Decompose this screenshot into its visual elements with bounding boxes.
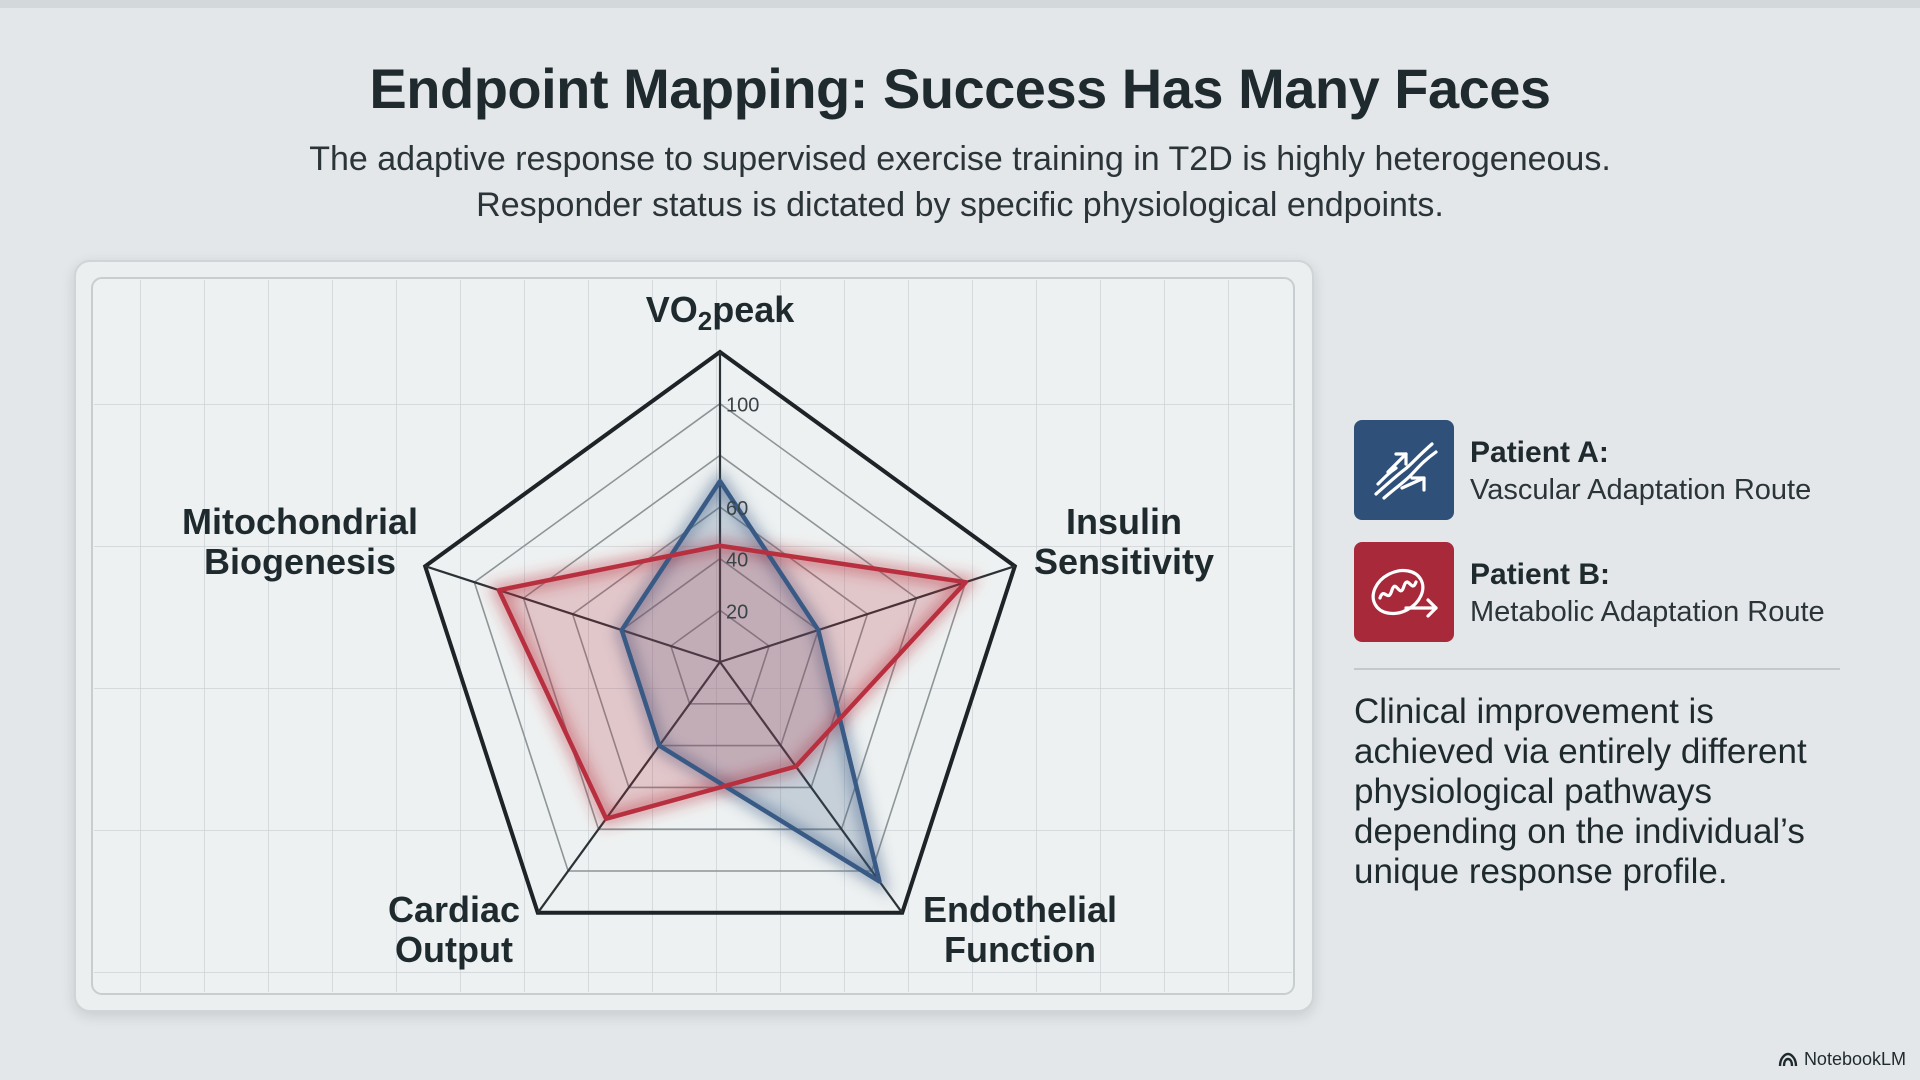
legend-divider xyxy=(1354,668,1840,670)
page-subtitle: The adaptive response to supervised exer… xyxy=(0,136,1920,228)
legend-patient-a: Patient A: Vascular Adaptation Route xyxy=(1354,420,1874,520)
tick-label-40: 40 xyxy=(726,550,748,572)
legend-patient-b: Patient B: Metabolic Adaptation Route xyxy=(1354,542,1874,642)
legend-subtitle-b: Metabolic Adaptation Route xyxy=(1470,596,1825,628)
vascular-arrows-icon xyxy=(1374,442,1438,500)
watermark-label: NotebookLM xyxy=(1803,1049,1906,1069)
mitochondria-icon xyxy=(1371,568,1438,618)
legend-badge-a xyxy=(1354,420,1454,520)
radar-spoke-5 xyxy=(424,565,721,664)
subtitle-line-1: The adaptive response to supervised exer… xyxy=(309,140,1611,178)
legend-subtitle-a: Vascular Adaptation Route xyxy=(1470,474,1812,506)
radar-spoke-4 xyxy=(536,661,721,914)
legend-title-a: Patient A: xyxy=(1470,436,1609,469)
series-area-patient-b xyxy=(498,545,966,819)
series-area-patient-a xyxy=(621,481,880,882)
top-strip xyxy=(0,0,1920,8)
legend-badge-b xyxy=(1354,542,1454,642)
radar-ring-100 xyxy=(473,402,967,872)
legend-title-b: Patient B: xyxy=(1470,558,1611,591)
series-line-patient-a xyxy=(619,478,882,884)
subtitle-line-2: Responder status is dictated by specific… xyxy=(476,186,1444,224)
description-text: Clinical improvement is achieved via ent… xyxy=(1354,692,1807,891)
watermark: NotebookLM xyxy=(1778,1049,1906,1070)
axis-label-1: VO2peak xyxy=(646,289,796,336)
radar-outer-ring xyxy=(422,349,1018,915)
notebooklm-logo-icon xyxy=(1778,1052,1798,1066)
chart-background-grid xyxy=(94,280,1292,992)
page-title: Endpoint Mapping: Success Has Many Faces xyxy=(369,57,1551,120)
tick-label-20: 20 xyxy=(726,601,748,623)
series-line-patient-b xyxy=(496,543,968,821)
radar-ring-20 xyxy=(669,609,771,705)
radar-ring-40 xyxy=(620,557,820,747)
tick-label-60: 60 xyxy=(726,498,748,520)
tick-label-100: 100 xyxy=(726,395,759,417)
